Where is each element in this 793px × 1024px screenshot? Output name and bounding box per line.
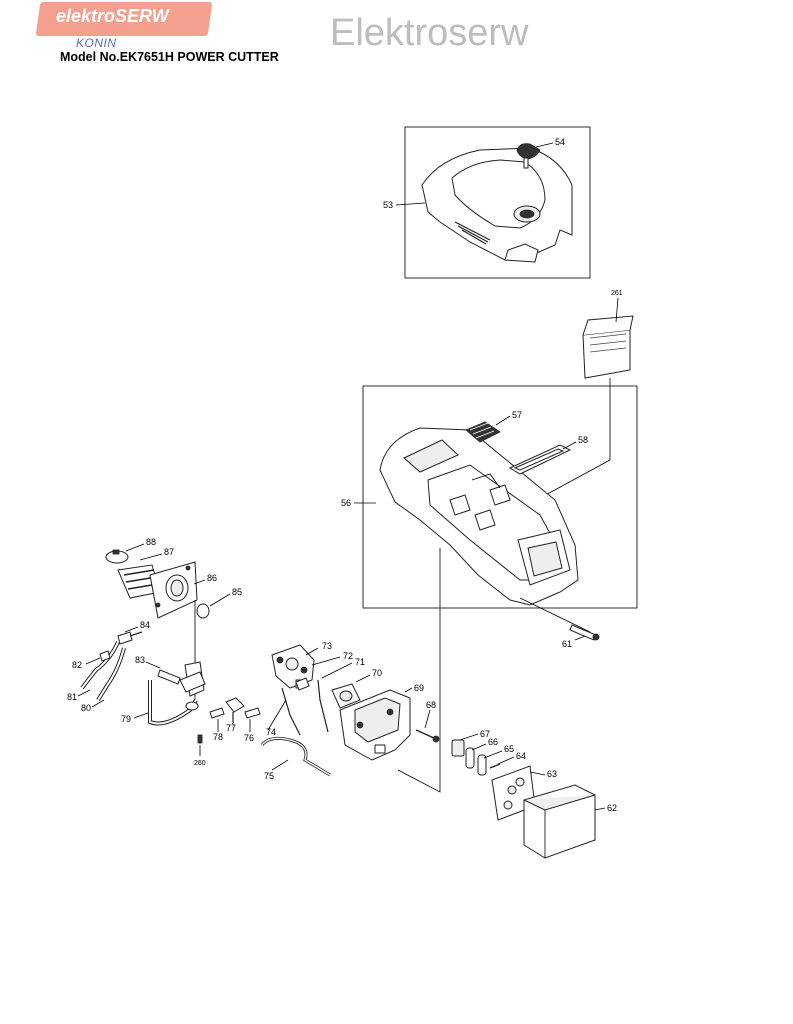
watermark: Elektroserw [330,12,529,54]
callout-67: 67 [480,729,490,739]
airbox-group-frame [362,385,638,609]
joint-77-part [225,697,245,722]
callout-80: 80 [81,703,91,713]
callout-53: 53 [383,200,393,210]
callout-74: 74 [266,727,276,737]
gasket-part [508,444,572,475]
callout-75: 75 [264,771,274,781]
seal-66-part [465,747,475,769]
callout-58: 58 [578,435,588,445]
air-filter-part [523,784,596,859]
choke-lever-part [148,680,199,726]
callout-84: 84 [140,620,150,630]
callout-71: 71 [355,657,365,667]
callout-54: 54 [555,137,565,147]
nipple-72-part [295,677,310,691]
callout-69: 69 [414,683,424,693]
callout-78: 78 [213,732,223,742]
callout-88: 88 [146,537,156,547]
callout-73: 73 [322,641,332,651]
fitting-82-part [99,650,111,662]
callout-57: 57 [512,410,522,420]
brand-logo: elektroSERW [56,6,169,26]
insulator-plate-part [149,561,198,619]
callout-261: 261 [611,290,623,297]
fuel-hose-b-part [96,647,126,702]
callout-79: 79 [121,714,131,724]
callout-66: 66 [488,737,498,747]
pin-260-part [197,734,203,744]
callout-65: 65 [504,744,514,754]
fuel-fitting-part [117,631,143,645]
brand-logo-city: KONIN [76,36,117,50]
airbox-housing-part [379,427,579,606]
sponge-67-part [451,739,465,757]
callout-72: 72 [343,651,353,661]
callout-86: 86 [207,573,217,583]
callout-56: 56 [341,498,351,508]
fuel-line-part [260,736,331,777]
callout-76: 76 [244,733,254,743]
callout-62: 62 [607,803,617,813]
cover-knob-part [516,143,541,169]
screw-61-part [519,597,600,641]
page-title: Model No.EK7651H POWER CUTTER [60,50,279,64]
callout-82: 82 [72,660,82,670]
bolt-68-part [415,729,440,743]
callout-83: 83 [135,655,145,665]
callout-87: 87 [164,547,174,557]
callout-64: 64 [516,751,526,761]
throttle-rod-part [281,687,301,736]
cover-group-frame [404,126,591,279]
callout-63: 63 [547,769,557,779]
top-cover-part [421,147,573,263]
choke-shaft-part [157,661,206,697]
pin-78-part [209,707,225,719]
fuel-hose-a-part [80,641,120,690]
callout-77: 77 [226,723,236,733]
callout-61: 61 [562,639,572,649]
callout-81: 81 [67,692,77,702]
filter-element-part [582,315,634,379]
sleeve-76-part [244,707,261,719]
rod-71-part [317,679,329,733]
seal-65-part [477,754,487,776]
callout-68: 68 [426,700,436,710]
o-ring-part [196,603,210,619]
clamp-part [105,549,129,564]
gasket-70-part [331,683,361,709]
lever-part [465,421,501,443]
screw-64-part [489,763,501,769]
callout-70: 70 [372,668,382,678]
callout-85: 85 [232,587,242,597]
callout-260: 260 [194,760,206,767]
air-cleaner-base-part [339,689,411,761]
